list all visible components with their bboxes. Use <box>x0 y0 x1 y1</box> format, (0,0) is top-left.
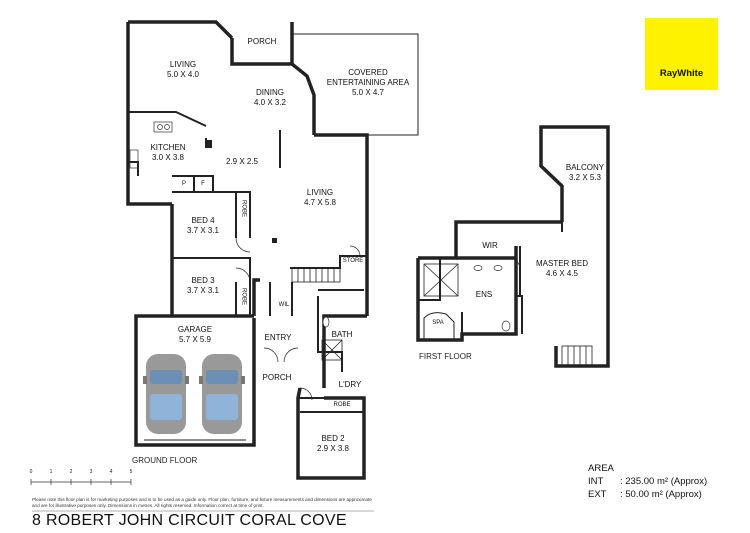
fridge-label: F <box>201 181 205 187</box>
room-dimensions: 5.0 X 4.7 <box>351 88 385 97</box>
scale-tick-label: 5 <box>129 469 133 475</box>
garage-cars <box>143 354 245 434</box>
room-dimensions: 3.7 X 3.1 <box>186 226 220 235</box>
store-label: STORE <box>342 258 364 264</box>
room-bed-2: BED 2 2.9 X 3.8 <box>317 434 349 454</box>
room-name: ENS <box>475 290 493 299</box>
first-interior-walls <box>418 222 563 334</box>
room-dimensions: 4.6 X 4.5 <box>545 269 579 278</box>
room-garage: GARAGE 5.7 X 5.9 <box>178 325 212 345</box>
room-master-bed: MASTER BED 4.6 X 4.5 <box>536 259 588 279</box>
room-covered-area: COVERED ENTERTAINING AREA 5.0 X 4.7 <box>327 68 409 98</box>
area-row-ext: EXT : 50.00 m² (Approx) <box>588 488 707 501</box>
door-swings <box>235 237 521 401</box>
room-name: PORCH <box>262 373 292 382</box>
ground-stairs <box>291 267 341 283</box>
room-entry: ENTRY <box>265 333 292 343</box>
room-name: BED 2 <box>321 434 345 443</box>
room-name: SPA <box>432 320 444 326</box>
toilets <box>322 265 511 332</box>
scale-tick-label: 4 <box>109 469 113 475</box>
room-name: ENTRY <box>264 333 292 342</box>
room-name: BED 3 <box>191 276 215 285</box>
room-spa: SPA <box>432 320 444 327</box>
room-balcony: BALCONY 3.2 X 5.3 <box>566 163 604 183</box>
robe-label-bed4: ROBE <box>240 199 247 218</box>
scale-tick-label: 0 <box>29 469 33 475</box>
area-value: : 50.00 m² (Approx) <box>620 489 702 500</box>
ground-floor-label: GROUND FLOOR <box>132 456 198 465</box>
area-title: AREA <box>588 463 614 474</box>
area-summary: AREA INT : 235.00 m² (Approx) EXT : 50.00 … <box>588 462 707 501</box>
room-name: PORCH <box>247 37 277 46</box>
room-living-1: LIVING 5.0 X 4.0 <box>167 60 199 80</box>
room-porch-bottom: PORCH <box>263 373 292 383</box>
room-dimensions: 4.7 X 5.8 <box>303 198 337 207</box>
shower-cross <box>321 263 459 361</box>
disclaimer-text: Please note this floor plan is for marke… <box>32 497 372 508</box>
room-dimensions: 2.9 X 2.5 <box>225 157 259 166</box>
area-key: EXT <box>588 489 607 500</box>
room-kitchen: KITCHEN 3.0 X 3.8 <box>150 143 185 163</box>
pantry-label: P <box>181 181 187 187</box>
brand-name: RayWhite <box>659 68 704 79</box>
first-floor-label: FIRST FLOOR <box>419 352 472 361</box>
room-dimensions: 5.0 X 4.0 <box>166 70 200 79</box>
room-name: MASTER BED <box>535 259 589 268</box>
room-dimensions: 3.7 X 3.1 <box>186 286 220 295</box>
room-hall: 2.9 X 2.5 <box>226 157 258 167</box>
scale-tick-label: 3 <box>89 469 93 475</box>
room-laundry: L'DRY <box>339 380 362 390</box>
column <box>272 238 277 243</box>
room-name: GARAGE <box>177 325 213 334</box>
room-dimensions: 2.9 X 3.8 <box>316 444 350 453</box>
room-wir: WIR <box>482 241 498 251</box>
room-name: BATH <box>331 330 353 339</box>
room-name: BED 4 <box>191 216 215 225</box>
scale-tick-label: 2 <box>69 469 73 475</box>
room-dimensions: 5.7 X 5.9 <box>178 335 212 344</box>
room-name: L'DRY <box>338 380 362 389</box>
room-dimensions: 4.0 X 3.2 <box>253 98 287 107</box>
car-right <box>199 354 245 434</box>
room-dimensions: 3.2 X 5.3 <box>568 173 602 182</box>
first-stairs <box>561 345 593 367</box>
room-name: LIVING <box>169 60 197 69</box>
room-name-2: ENTERTAINING AREA <box>326 78 410 87</box>
room-living-2: LIVING 4.7 X 5.8 <box>304 188 336 208</box>
room-porch-top: PORCH <box>248 37 277 47</box>
room-name: DINING <box>256 88 284 97</box>
room-dimensions: 3.0 X 3.8 <box>151 153 185 162</box>
spa-shape <box>423 312 455 340</box>
room-name: KITCHEN <box>150 143 186 152</box>
property-address: 8 ROBERT JOHN CIRCUIT CORAL COVE <box>32 512 347 529</box>
first-floor-walls <box>416 125 610 368</box>
column <box>206 140 212 148</box>
room-bath: BATH <box>332 330 353 340</box>
room-name: COVERED <box>348 68 388 77</box>
room-name: LIVING <box>306 188 334 197</box>
room-bed-4: BED 4 3.7 X 3.1 <box>187 216 219 236</box>
area-key: INT <box>588 476 604 487</box>
scale-tick-label: 1 <box>49 469 53 475</box>
room-name: WIR <box>482 241 498 250</box>
robe-label-bed3: ROBE <box>240 287 247 306</box>
raywhite-logo: RayWhite <box>645 18 718 90</box>
kitchen-fixtures <box>129 121 173 169</box>
wil-label: WIL <box>278 302 290 308</box>
robe-label-bed2: ROBE <box>333 402 351 408</box>
room-ensuite: ENS <box>476 290 492 300</box>
room-name: BALCONY <box>565 163 605 172</box>
room-bed-3: BED 3 3.7 X 3.1 <box>187 276 219 296</box>
covered-area-outline <box>292 33 419 136</box>
room-dining: DINING 4.0 X 3.2 <box>254 88 286 108</box>
area-row-int: INT : 235.00 m² (Approx) <box>588 475 707 488</box>
area-value: : 235.00 m² (Approx) <box>620 476 708 487</box>
car-left <box>143 354 189 434</box>
scale-bar <box>30 479 132 485</box>
